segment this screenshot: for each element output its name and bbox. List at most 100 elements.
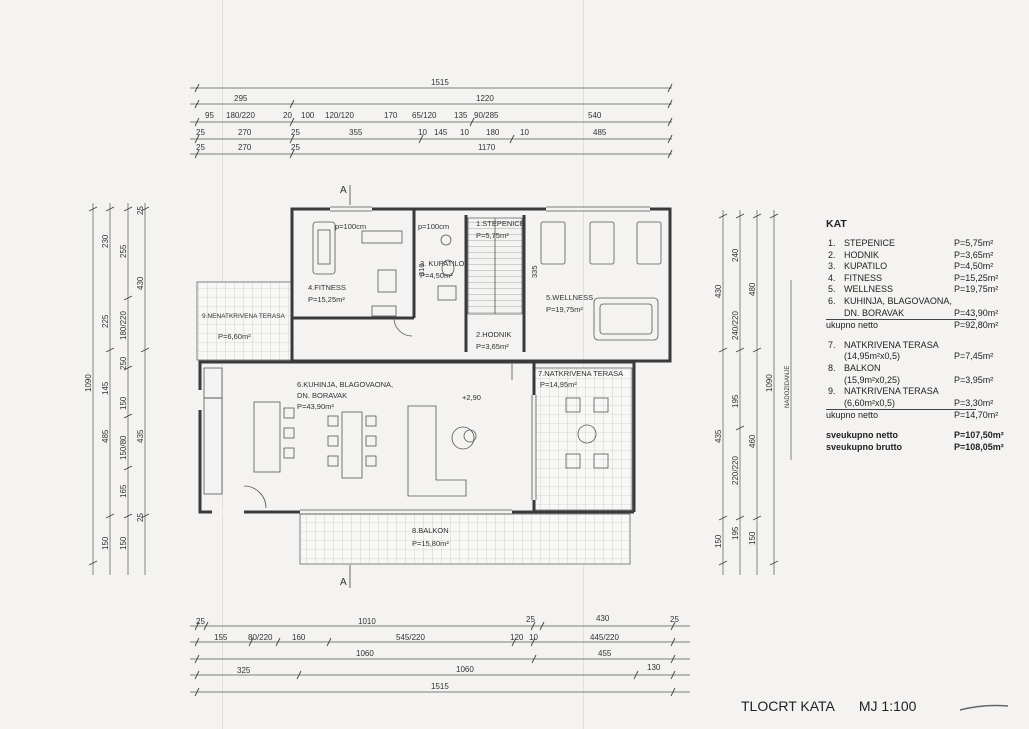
dim-top: 1220 <box>476 94 494 103</box>
windows <box>198 207 650 514</box>
dim-left: 150/80 <box>119 435 128 460</box>
wellness-height: 335 <box>530 265 539 278</box>
legend-name: WELLNESS <box>844 284 894 295</box>
dim-left: 225 <box>101 314 110 328</box>
nadozidanje-label: NADOZIDANJE <box>785 366 791 408</box>
room-area-kupatilo: P=4,50m² <box>420 271 453 280</box>
legend-area: P=4,50m² <box>954 261 994 272</box>
room-name-stepenice: 1.STEPENICE <box>476 219 525 228</box>
dim-top: 25 <box>196 143 205 152</box>
door-swings <box>243 317 513 509</box>
dim-left: 255 <box>119 244 128 258</box>
room-area-kuhinja: P=43,90m² <box>297 402 334 411</box>
dim-right: 435 <box>714 429 723 443</box>
dim-top: 65/120 <box>412 111 437 120</box>
dim-bottom: 545/220 <box>396 633 425 642</box>
legend-num: 1. <box>828 238 836 248</box>
dim-right: 240/220 <box>731 311 740 340</box>
dim-left: 430 <box>136 276 145 290</box>
legend-area: P=43,90m² <box>954 307 999 318</box>
dim-bottom: 80/220 <box>248 633 273 642</box>
wellness-furniture <box>540 221 662 341</box>
dim-left: 150 <box>101 536 110 550</box>
total-net-label: sveukupno netto <box>826 429 899 440</box>
legend-num: 2. <box>828 249 836 260</box>
dim-top: 355 <box>349 128 363 137</box>
pen-stroke <box>959 704 1009 711</box>
dim-top: 485 <box>593 128 607 137</box>
bottom-dimension-lines <box>190 625 690 693</box>
section-marker: A A <box>340 185 351 588</box>
door-label: p=100cm <box>418 222 449 231</box>
dim-right: 1090 <box>765 374 774 392</box>
legend-num: 5. <box>828 284 836 295</box>
room-name-terasa-9: 9.NENATKRIVENA TERASA <box>202 313 286 320</box>
legend-divider <box>826 319 976 321</box>
dim-top: 10 <box>520 128 529 137</box>
terrace-furniture <box>565 397 609 469</box>
dim-top: 170 <box>384 111 398 120</box>
legend-num: 4. <box>828 272 836 283</box>
window-sills <box>300 206 650 515</box>
legend-area: P=3,65m² <box>954 249 994 260</box>
plan-scale: MJ 1:100 <box>858 698 917 714</box>
legend-name: NATKRIVENA TERASA <box>844 386 939 397</box>
legend-name: (15,9m²x0,25) <box>844 374 901 385</box>
balcony-8 <box>299 513 631 565</box>
dim-left: 145 <box>101 381 110 395</box>
total-gross-value: P=108,05m² <box>954 441 1004 452</box>
legend-num: 7. <box>828 339 836 350</box>
dim-top: 25 <box>291 143 300 152</box>
dim-bottom: 1010 <box>358 617 376 626</box>
left-dimension-ticks <box>88 206 150 566</box>
dim-bottom: 160 <box>292 633 306 642</box>
legend-area: P=5,75m² <box>954 238 994 248</box>
dim-top: 540 <box>588 111 602 120</box>
dim-right: 150 <box>748 531 757 545</box>
dim-top: 1170 <box>478 143 496 152</box>
legend-row: 9. NATKRIVENA TERASA <box>826 386 1026 398</box>
section-mark-top: A <box>340 185 347 196</box>
dim-bottom: 325 <box>237 666 251 675</box>
legend-num: 9. <box>828 386 836 397</box>
dim-right: 195 <box>731 394 740 408</box>
room-name-terasa-7: 7.NATKRIVENA TERASA <box>538 369 623 378</box>
total-gross-label: sveukupno brutto <box>826 441 902 452</box>
total-net-value: P=107,50m² <box>954 429 1004 440</box>
dim-left: 230 <box>101 234 110 248</box>
legend-row: (14,95m²x0,5)P=7,45m² <box>826 351 1026 363</box>
fitness-equipment <box>312 221 403 317</box>
section-mark-bottom: A <box>340 577 347 588</box>
subtotal-value: P=14,70m² <box>954 410 999 421</box>
room-area-terasa-9: P=6,60m² <box>218 332 251 341</box>
dim-right: 195 <box>731 526 740 540</box>
dim-top: 100 <box>301 111 315 120</box>
dim-left: 150 <box>119 396 128 410</box>
dim-bottom: 455 <box>598 649 612 658</box>
terrace-7 <box>533 367 633 511</box>
legend-name: (6,60m²x0,5) <box>844 397 896 408</box>
dim-top: 270 <box>238 143 252 152</box>
dim-bottom: 155 <box>214 633 228 642</box>
legend-num: 3. <box>828 261 836 272</box>
legend-area: P=15,25m² <box>954 272 999 283</box>
dim-top: 25 <box>291 128 300 137</box>
legend-name: KUHINJA, BLAGOVAONA, <box>844 295 952 306</box>
dim-left: 25 <box>136 206 145 215</box>
legend-name: BALKON <box>844 362 881 373</box>
dim-top: 20 <box>283 111 292 120</box>
dim-top: 10 <box>460 128 469 137</box>
dim-left: 435 <box>136 429 145 443</box>
dim-top: 180 <box>486 128 500 137</box>
dim-left: 250 <box>119 356 128 370</box>
room-name-kuhinja-2: DN. BORAVAK <box>297 391 347 400</box>
legend-name: (14,95m²x0,5) <box>844 351 901 362</box>
dim-left: 165 <box>119 484 128 498</box>
